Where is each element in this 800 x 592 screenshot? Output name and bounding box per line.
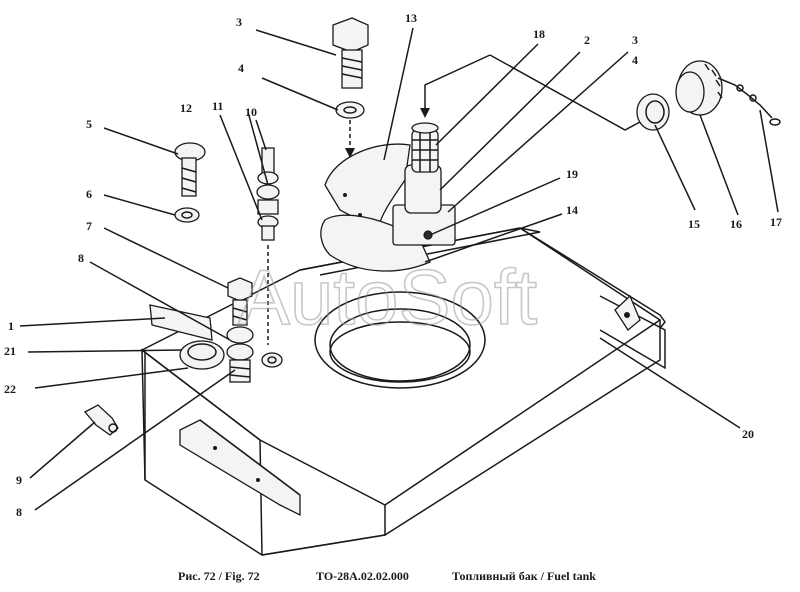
mounting-bracket	[179, 419, 301, 517]
callout-22: 22	[4, 382, 16, 396]
callout-18: 18	[533, 27, 545, 41]
callout-2: 2	[584, 33, 590, 47]
callout-9: 9	[16, 473, 22, 487]
callout-3-top: 3	[236, 15, 242, 29]
flange-ring	[314, 291, 486, 389]
fuel-tank-body	[140, 227, 666, 557]
caption-title: Топливный бак / Fuel tank	[452, 569, 596, 583]
caption-figure: Рис. 72 / Fig. 72	[178, 569, 260, 583]
filler-cap	[675, 60, 723, 116]
callout-19: 19	[566, 167, 578, 181]
bolt-drain	[227, 277, 253, 326]
callout-14: 14	[566, 203, 578, 217]
fuel-level-sensor	[392, 122, 456, 246]
watermark: AutoSoft	[238, 253, 538, 341]
callout-1: 1	[8, 319, 14, 333]
callout-20: 20	[742, 427, 754, 441]
washer-top	[335, 101, 365, 119]
callout-4-right: 4	[632, 53, 638, 67]
callout-6: 6	[86, 187, 92, 201]
cap-chain	[717, 77, 781, 126]
seal-ring	[226, 326, 254, 383]
callout-13: 13	[405, 11, 417, 25]
callout-8-top: 8	[78, 251, 84, 265]
callout-15: 15	[688, 217, 700, 231]
bolt-top	[332, 17, 369, 89]
cap-seal	[636, 93, 670, 131]
callout-16: 16	[730, 217, 742, 231]
callout-8-bottom: 8	[16, 505, 22, 519]
assembly-arrows	[345, 54, 641, 158]
sensor-gasket	[320, 143, 431, 272]
figure-caption: Рис. 72 / Fig. 72 ТО-28А.02.02.000 Топли…	[178, 569, 596, 583]
callout-10: 10	[245, 105, 257, 119]
callout-12: 12	[180, 101, 192, 115]
leader-lines	[19, 27, 779, 511]
clamp-strip	[149, 304, 213, 341]
callout-21: 21	[4, 344, 16, 358]
callout-11: 11	[212, 99, 223, 113]
tank-tab	[614, 294, 641, 331]
callout-17: 17	[770, 215, 782, 229]
callout-7: 7	[86, 219, 92, 233]
terminal-stack	[256, 147, 280, 345]
callout-3-right: 3	[632, 33, 638, 47]
screw-left	[174, 142, 206, 197]
caption-code: ТО-28А.02.02.000	[316, 569, 409, 583]
drain-fitting	[83, 404, 119, 436]
small-washer	[261, 352, 283, 368]
callout-5: 5	[86, 117, 92, 131]
union-nut	[179, 340, 225, 370]
spring-washer-left	[174, 207, 200, 223]
callout-4-top: 4	[238, 61, 244, 75]
callout-labels: 3 4 13 18 2 3 4 5 12 11 10 6 7 8 1 21 22…	[4, 11, 782, 519]
